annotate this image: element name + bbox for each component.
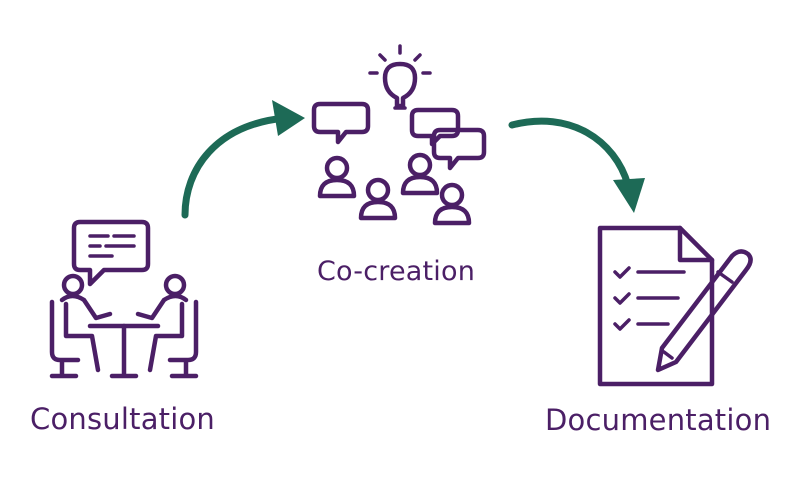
group-brainstorm-icon [311,44,487,226]
step-label-co-creation: Co-creation [317,256,476,287]
meeting-icon [49,219,199,379]
curved-arrow-icon [508,117,645,213]
step-label-consultation: Consultation [30,402,216,436]
step-label-documentation: Documentation [545,403,772,437]
checklist-document-icon [597,225,753,387]
curved-arrow-icon [181,100,305,219]
